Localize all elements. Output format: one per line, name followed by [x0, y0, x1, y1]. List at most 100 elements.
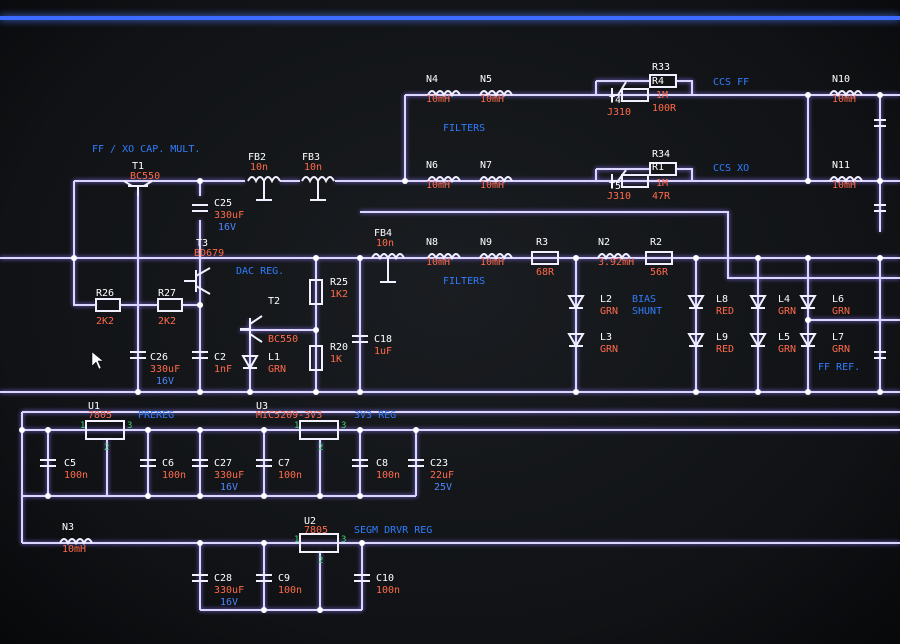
val-L7: GRN	[832, 344, 850, 355]
led-symbols	[241, 295, 817, 370]
ccs-xo-label: CCS XO	[713, 163, 749, 174]
ref-C10: C10	[376, 573, 394, 584]
volt-C23: 25V	[434, 482, 452, 493]
val-N10: 10mH	[832, 94, 856, 105]
val-T5: J310	[607, 191, 631, 202]
val-L4: GRN	[778, 306, 796, 317]
ref-N2: N2	[598, 237, 610, 248]
val-C25: 330uF	[214, 210, 244, 221]
ref-N8: N8	[426, 237, 438, 248]
val-N4: 10mH	[426, 94, 450, 105]
mouse-cursor-icon	[91, 351, 104, 370]
ref-L1: L1	[268, 352, 280, 363]
ref-U3: U3	[256, 401, 268, 412]
ref-FB3: FB3	[302, 152, 320, 163]
ref-C5: C5	[64, 458, 76, 469]
val-C6: 100n	[162, 470, 186, 481]
shunt-label: SHUNT	[632, 306, 662, 317]
segm-drvr-reg-label: SEGM DRVR REG	[354, 525, 432, 536]
ref-N3: N3	[62, 522, 74, 533]
val-T2: BC550	[268, 334, 298, 345]
val-L1: GRN	[268, 364, 286, 375]
val-C10: 100n	[376, 585, 400, 596]
ref-R1: R1	[652, 162, 664, 173]
ref-L7: L7	[832, 332, 844, 343]
ref-R34: R34	[652, 149, 670, 160]
val-R27: 2K2	[158, 316, 176, 327]
ref-U2: U2	[304, 516, 316, 527]
ref-N6: N6	[426, 160, 438, 171]
component-values: 10mH 10mH 10mH 10mH 10mH 10mH 10mH 10mH …	[62, 90, 856, 596]
bias-label: BIAS	[632, 294, 656, 305]
ref-N11: N11	[832, 160, 850, 171]
u3-pin2: 2	[318, 443, 323, 453]
ref-T4: T4	[609, 95, 621, 106]
val-C23: 22uF	[430, 470, 454, 481]
ref-T2: T2	[268, 296, 280, 307]
ref-C8: C8	[376, 458, 388, 469]
ref-L9: L9	[716, 332, 728, 343]
val-U3: MIC5209-3V3	[256, 410, 322, 421]
ref-R2: R2	[650, 237, 662, 248]
ref-N5: N5	[480, 74, 492, 85]
val-FB2: 10n	[250, 162, 268, 173]
volt-C27: 16V	[220, 482, 238, 493]
ff-ref-label: FF REF.	[818, 362, 860, 373]
val-N5: 10mH	[480, 94, 504, 105]
val-R26: 2K2	[96, 316, 114, 327]
filters-mid-label: FILTERS	[443, 276, 485, 287]
u2-pin3: 3	[341, 535, 346, 545]
u3-pin1: 1	[294, 421, 299, 431]
val-R2: 56R	[650, 267, 669, 278]
resistor-symbols	[95, 74, 677, 371]
val-T3: BD679	[194, 248, 224, 259]
val-N2: 3.92mH	[598, 257, 634, 268]
val-R4: 100R	[652, 103, 677, 114]
dac-reg-label: DAC REG.	[236, 266, 284, 277]
val-C18: 1uF	[374, 346, 392, 357]
val-C27: 330uF	[214, 470, 244, 481]
ref-C27: C27	[214, 458, 232, 469]
val-N11: 10mH	[832, 180, 856, 191]
val-R20: 1K	[330, 354, 342, 365]
ref-R27: R27	[158, 288, 176, 299]
u1-pin3: 3	[127, 421, 132, 431]
ref-N7: N7	[480, 160, 492, 171]
ref-C6: C6	[162, 458, 174, 469]
volt-C28: 16V	[220, 597, 238, 608]
ccs-ff-label: CCS FF	[713, 77, 749, 88]
top-border-line	[0, 16, 900, 20]
ref-L6: L6	[832, 294, 844, 305]
u2-pin1: 1	[294, 535, 299, 545]
ref-C9: C9	[278, 573, 290, 584]
val-C8: 100n	[376, 470, 400, 481]
val-U2: 7805	[304, 525, 328, 536]
u2-pin2: 2	[318, 556, 323, 566]
ref-L4: L4	[778, 294, 790, 305]
val-L8: RED	[716, 306, 734, 317]
volt-C25: 16V	[218, 222, 236, 233]
val-C2: 1nF	[214, 364, 232, 375]
ref-R4: R4	[652, 76, 664, 87]
val-N6: 10mH	[426, 180, 450, 191]
transistor-symbols	[123, 81, 627, 343]
val-T1: BC550	[130, 171, 160, 182]
val-L5: GRN	[778, 344, 796, 355]
components	[40, 74, 886, 582]
val-L3: GRN	[600, 344, 618, 355]
u1-pin1: 1	[80, 421, 85, 431]
ref-R26: R26	[96, 288, 114, 299]
val-C5: 100n	[64, 470, 88, 481]
val-N9: 10mH	[480, 257, 504, 268]
ref-C23: C23	[430, 458, 448, 469]
ref-FB4: FB4	[374, 228, 392, 239]
u3-pin3: 3	[341, 421, 346, 431]
capacitor-symbols	[40, 119, 886, 582]
ref-C2: C2	[214, 352, 226, 363]
val-R3: 68R	[536, 267, 555, 278]
val-FB3: 10n	[304, 162, 322, 173]
ref-N4: N4	[426, 74, 438, 85]
val-FB4: 10n	[376, 238, 394, 249]
ref-R3: R3	[536, 237, 548, 248]
